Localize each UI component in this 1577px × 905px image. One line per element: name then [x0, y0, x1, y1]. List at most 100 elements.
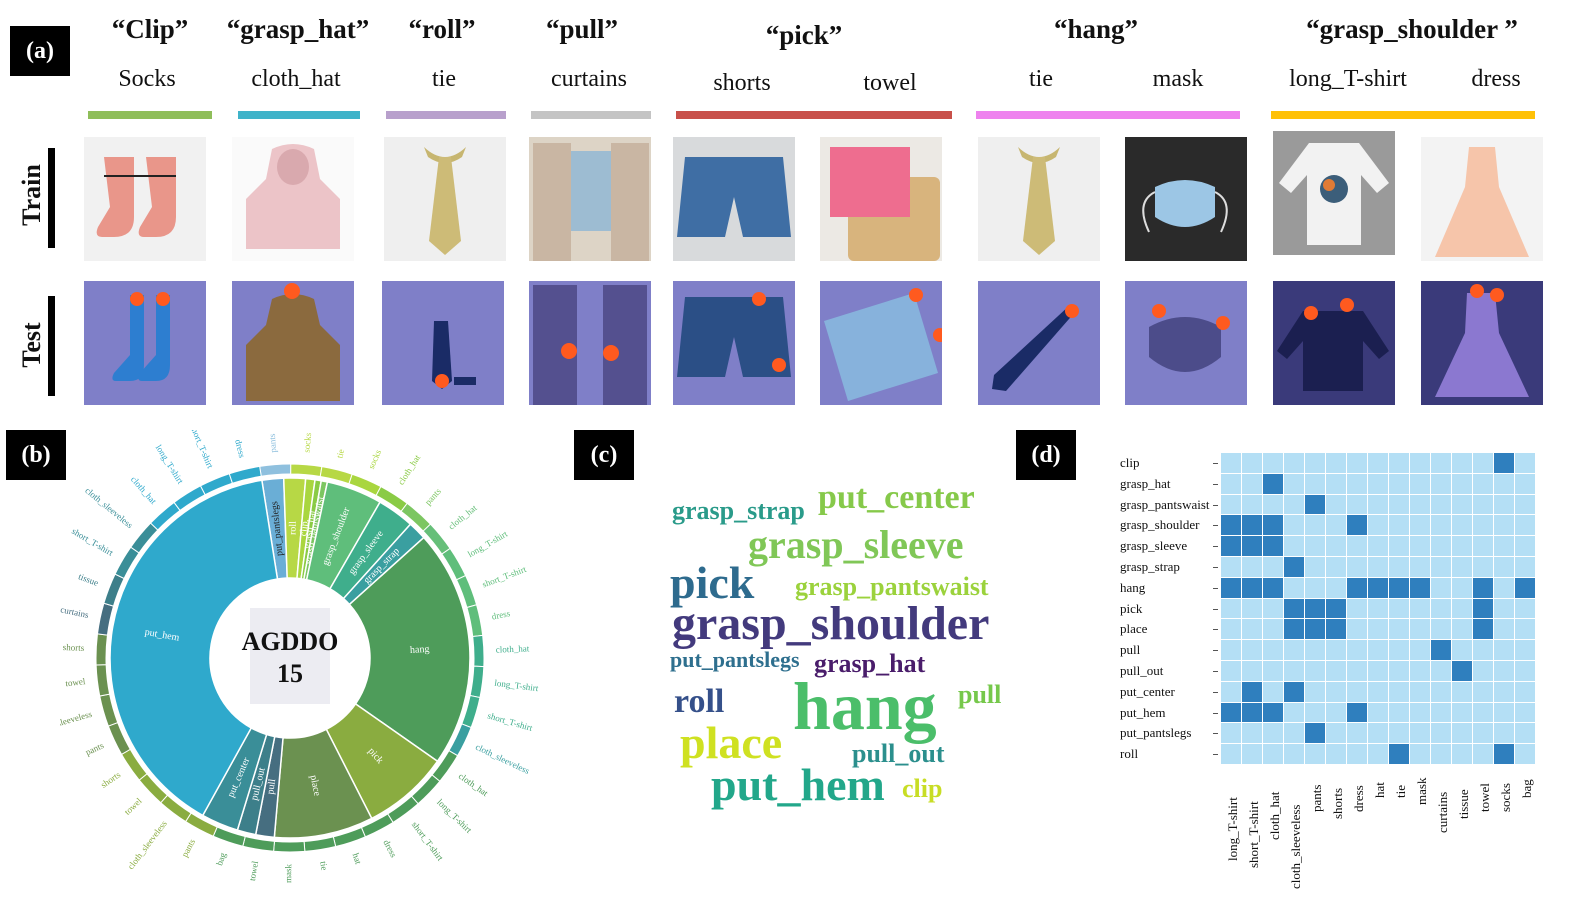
heatmap-row-label: grasp_shoulder: [1120, 517, 1200, 533]
heatmap-cell: [1515, 619, 1535, 640]
word-cloud-term: roll: [674, 683, 725, 720]
heatmap-cell: [1284, 536, 1304, 556]
object-label: mask: [1152, 66, 1204, 92]
object-label: curtains: [551, 66, 627, 92]
heatmap-cell: [1473, 661, 1493, 681]
heatmap-cell: [1389, 702, 1409, 723]
center-collage-image: [250, 608, 330, 704]
heatmap-cell: [1431, 557, 1451, 577]
heatmap-cell: [1494, 619, 1514, 640]
heatmap-cell: [1473, 702, 1493, 723]
heatmap-cell: [1410, 681, 1430, 702]
action-label: “pick”: [765, 20, 843, 50]
heatmap-cell: [1326, 661, 1346, 681]
action-label: “grasp_hat”: [226, 14, 370, 44]
heatmap-cell: [1431, 744, 1451, 764]
sunburst-outer-label: tie: [318, 861, 329, 871]
heatmap-row-label: grasp_pantswaist: [1120, 496, 1210, 512]
heatmap-cell: [1284, 453, 1304, 473]
heatmap-cell: [1473, 598, 1493, 619]
word-cloud-term: place: [680, 717, 783, 768]
sunburst-outer-label: bag: [214, 851, 228, 867]
heatmap-row-label: grasp_sleeve: [1120, 538, 1188, 554]
sunburst-outer-label: dress: [491, 608, 512, 622]
heatmap-cell: [1305, 557, 1325, 577]
heatmap-cell: [1326, 453, 1346, 473]
heatmap-cell: [1389, 681, 1409, 702]
action-label: “Clip”: [111, 14, 189, 44]
panel-label-d: (d): [1016, 430, 1076, 480]
test-image-shorts: [673, 281, 795, 405]
heatmap-row-label: pull_out: [1120, 663, 1164, 678]
heatmap-cell: [1326, 577, 1346, 598]
train-image-shorts: [673, 137, 795, 261]
sunburst-segment: [109, 479, 279, 817]
test-image-socks: [84, 281, 206, 405]
heatmap-cell: [1410, 473, 1430, 494]
train-image-cloth-hat: [232, 137, 354, 261]
group-color-bar: [88, 111, 212, 119]
sunburst-outer-label: towel: [65, 676, 87, 688]
heatmap-cell: [1326, 619, 1346, 640]
heatmap-row-label: place: [1120, 621, 1148, 637]
heatmap-cell: [1515, 661, 1535, 681]
heatmap-cell: [1221, 473, 1241, 494]
word-cloud-term: clip: [902, 774, 943, 803]
heatmap-cell: [1452, 744, 1472, 764]
heatmap-cell: [1263, 536, 1283, 556]
heatmap-cell: [1326, 515, 1346, 536]
sunburst-outer-label: cloth_hat: [496, 643, 530, 654]
heatmap-cell: [1326, 744, 1346, 764]
train-image-dress: [1421, 137, 1543, 261]
heatmap-cell: [1305, 640, 1325, 660]
heatmap-cell: [1242, 661, 1262, 681]
heatmap-cell: [1494, 702, 1514, 723]
heatmap-cell: [1431, 494, 1451, 515]
sunburst-outer-label: curtains: [60, 604, 90, 620]
sunburst-inner-label: hang: [410, 644, 430, 656]
panel-label-a: (a): [10, 26, 70, 76]
heatmap-cell: [1410, 640, 1430, 660]
row-bar-test: [48, 296, 55, 396]
object-label: dress: [1471, 66, 1521, 92]
sunburst-outer-segment: [472, 634, 485, 668]
heatmap-cell: [1347, 577, 1367, 598]
word-cloud-term: pick: [670, 557, 755, 608]
sunburst-outer-label: pants: [267, 433, 278, 453]
sunburst-outer-label: short_T-shirt: [70, 526, 115, 558]
heatmap-cell: [1494, 577, 1514, 598]
heatmap-cell: [1389, 619, 1409, 640]
heatmap-cell: [1284, 640, 1304, 660]
heatmap-cell: [1326, 640, 1346, 660]
sunburst-center-text: 15: [277, 659, 303, 688]
heatmap-col-label: pants: [1309, 784, 1324, 812]
heatmap-cell: [1326, 702, 1346, 723]
heatmap-cell: [1473, 723, 1493, 744]
test-image-cloth-hat: [232, 281, 354, 405]
row-label-test: Test: [17, 322, 46, 368]
heatmap-cell: [1284, 598, 1304, 619]
sunburst-outer-label: towel: [247, 860, 260, 882]
heatmap-cell: [1347, 515, 1367, 536]
panel-label-c: (c): [574, 430, 634, 480]
sunburst-outer-label: tissue: [77, 571, 100, 588]
heatmap-col-label: cloth_sleeveless: [1288, 804, 1303, 889]
sunburst-outer-segment: [466, 604, 484, 638]
heatmap-cell: [1284, 494, 1304, 515]
heatmap-cell: [1410, 598, 1430, 619]
heatmap-cell: [1347, 598, 1367, 619]
heatmap-cell: [1305, 619, 1325, 640]
heatmap-cell: [1221, 744, 1241, 764]
heatmap-cell: [1242, 681, 1262, 702]
word-cloud-term: grasp_sleeve: [748, 522, 964, 567]
heatmap-cell: [1473, 619, 1493, 640]
word-cloud-term: hang: [793, 668, 937, 744]
heatmap-cell: [1410, 744, 1430, 764]
heatmap-cell: [1368, 619, 1388, 640]
heatmap-row-label: grasp_strap: [1120, 559, 1180, 574]
heatmap-cell: [1452, 619, 1472, 640]
heatmap-cell: [1452, 515, 1472, 536]
heatmap-cell: [1326, 536, 1346, 556]
sunburst-outer-label: cloth_sleeveless: [126, 818, 170, 871]
sunburst-outer-label: hat: [351, 852, 364, 866]
